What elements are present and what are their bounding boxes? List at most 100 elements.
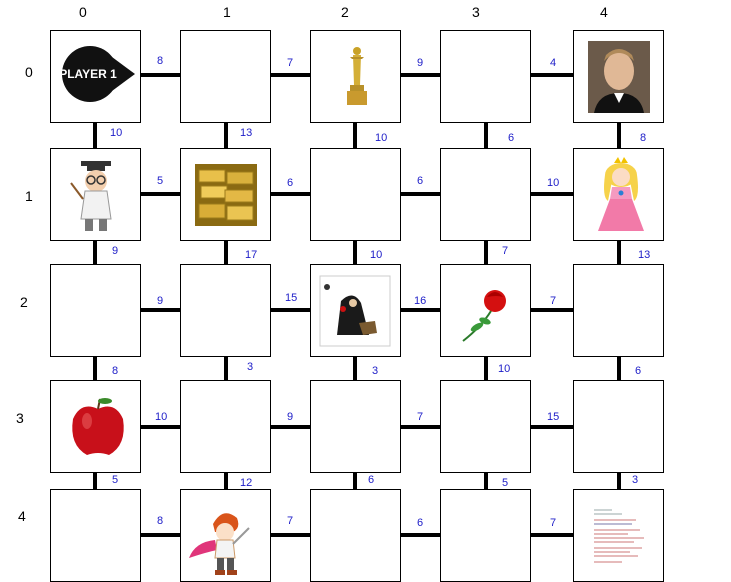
gold-bars-icon — [195, 164, 257, 226]
grid-cell-3-3[interactable] — [440, 380, 531, 473]
grid-cell-1-0[interactable] — [50, 148, 141, 241]
edge-line — [93, 122, 97, 148]
edge-line — [140, 73, 180, 77]
edge-line — [353, 122, 357, 148]
grid-cell-4-1[interactable] — [180, 489, 271, 582]
grid-cell-4-0[interactable] — [50, 489, 141, 582]
grid-cell-0-0[interactable]: PLAYER 1 — [50, 30, 141, 123]
grid-cell-1-4[interactable] — [573, 148, 664, 241]
edge-weight: 6 — [508, 132, 515, 144]
column-label-4: 4 — [600, 4, 608, 20]
edge-line — [400, 192, 440, 196]
grid-cell-1-2[interactable] — [310, 148, 401, 241]
grid-cell-0-4[interactable] — [573, 30, 664, 123]
grid-cell-2-4[interactable] — [573, 264, 664, 357]
grid-cell-3-4[interactable] — [573, 380, 664, 473]
edge-weight: 10 — [155, 411, 168, 423]
grid-cell-0-1[interactable] — [180, 30, 271, 123]
player-label: PLAYER 1 — [60, 67, 117, 81]
column-label-2: 2 — [341, 4, 349, 20]
edge-line — [400, 425, 440, 429]
edge-line — [400, 533, 440, 537]
row-label-3: 3 — [16, 410, 24, 426]
code-document-icon — [592, 504, 650, 568]
edge-weight: 13 — [638, 249, 651, 261]
edge-line — [484, 240, 488, 264]
edge-weight: 8 — [112, 365, 119, 377]
edge-line — [353, 240, 357, 264]
edge-weight: 7 — [550, 295, 557, 307]
edge-line — [484, 472, 488, 489]
edge-line — [530, 73, 573, 77]
edge-line — [484, 356, 488, 380]
edge-weight: 9 — [157, 295, 164, 307]
grid-cell-4-4[interactable] — [573, 489, 664, 582]
grid-cell-2-1[interactable] — [180, 264, 271, 357]
edge-weight: 3 — [632, 474, 639, 486]
edge-line — [140, 308, 180, 312]
edge-line — [270, 192, 310, 196]
edge-line — [140, 192, 180, 196]
grid-cell-1-1[interactable] — [180, 148, 271, 241]
grid-cell-3-2[interactable] — [310, 380, 401, 473]
edge-weight: 5 — [502, 477, 509, 489]
edge-weight: 15 — [285, 292, 298, 304]
edge-weight: 3 — [247, 361, 254, 373]
edge-weight: 8 — [640, 132, 647, 144]
edge-line — [224, 240, 228, 264]
player-token-icon: PLAYER 1 — [60, 46, 135, 102]
professor-icon — [70, 161, 112, 231]
edge-line — [224, 122, 228, 148]
edge-line — [270, 308, 310, 312]
edge-line — [400, 308, 440, 312]
grid-cell-4-2[interactable] — [310, 489, 401, 582]
grid-cell-3-1[interactable] — [180, 380, 271, 473]
edge-weight: 6 — [417, 517, 424, 529]
edge-line — [224, 356, 228, 380]
edge-weight: 7 — [287, 515, 294, 527]
oscar-statuette-icon — [347, 47, 367, 105]
column-label-0: 0 — [79, 4, 87, 20]
grid-cell-0-2[interactable] — [310, 30, 401, 123]
edge-line — [530, 533, 573, 537]
edge-weight: 7 — [287, 57, 294, 69]
grid-cell-4-3[interactable] — [440, 489, 531, 582]
grid-cell-1-3[interactable] — [440, 148, 531, 241]
edge-line — [617, 122, 621, 148]
column-label-1: 1 — [223, 4, 231, 20]
edge-line — [270, 533, 310, 537]
edge-weight: 6 — [417, 175, 424, 187]
edge-weight: 6 — [635, 365, 642, 377]
edge-weight: 10 — [110, 127, 123, 139]
hero-character-icon — [189, 513, 250, 575]
column-label-3: 3 — [472, 4, 480, 20]
grid-cell-2-0[interactable] — [50, 264, 141, 357]
red-rose-icon — [462, 290, 506, 342]
row-label-0: 0 — [25, 64, 33, 80]
edge-weight: 5 — [112, 474, 119, 486]
edge-weight: 10 — [547, 177, 560, 189]
grid-cell-2-2[interactable] — [310, 264, 401, 357]
edge-weight: 3 — [372, 365, 379, 377]
row-label-4: 4 — [18, 508, 26, 524]
grid-cell-2-3[interactable] — [440, 264, 531, 357]
edge-line — [270, 73, 310, 77]
edge-line — [617, 472, 621, 489]
grid-cell-0-3[interactable] — [440, 30, 531, 123]
edge-weight: 6 — [368, 474, 375, 486]
edge-line — [353, 356, 357, 380]
edge-line — [93, 240, 97, 264]
edge-weight: 9 — [417, 57, 424, 69]
edge-weight: 8 — [157, 515, 164, 527]
edge-weight: 15 — [547, 411, 560, 423]
grid-cell-3-0[interactable] — [50, 380, 141, 473]
edge-weight: 5 — [157, 175, 164, 187]
edge-line — [93, 472, 97, 489]
edge-line — [140, 425, 180, 429]
edge-weight: 7 — [417, 411, 424, 423]
witch-with-apple-icon — [319, 275, 391, 347]
edge-line — [353, 472, 357, 489]
edge-line — [530, 192, 573, 196]
edge-line — [530, 308, 573, 312]
